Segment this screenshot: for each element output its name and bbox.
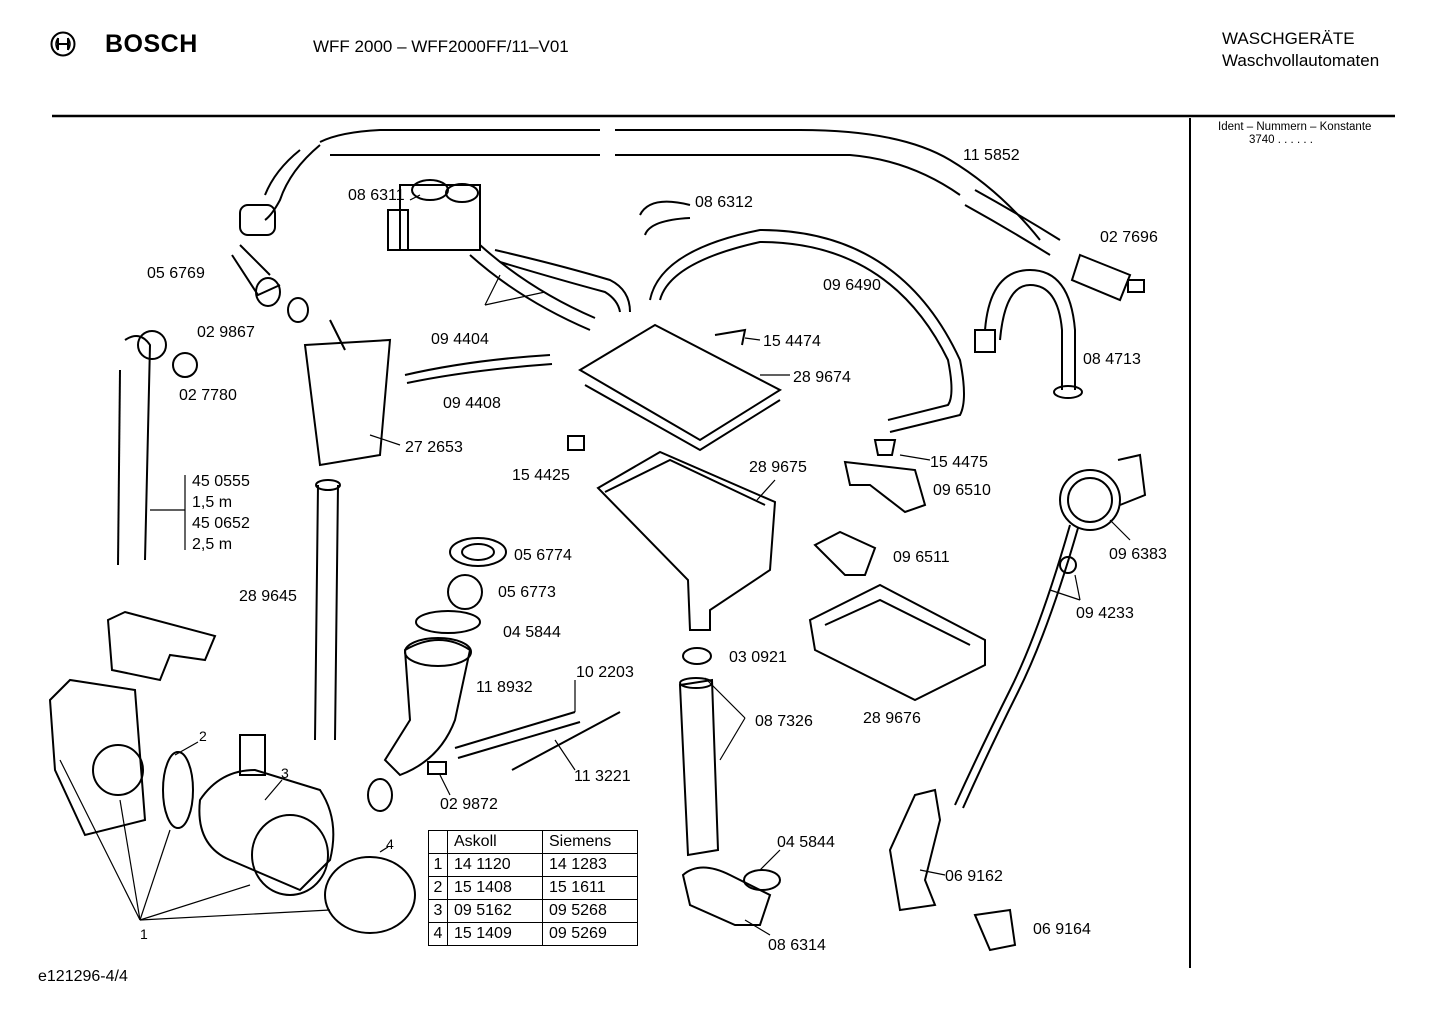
part-label: 15 4425 (512, 467, 570, 484)
part-label: 02 9872 (440, 796, 498, 813)
part-label: 11 5852 (963, 147, 1020, 164)
part-label: 09 6490 (823, 277, 881, 294)
part-label: 28 9645 (239, 588, 297, 605)
part-label: 09 4404 (431, 331, 489, 348)
askoll-value: 15 1409 (447, 922, 543, 946)
category-subtitle: Waschvollautomaten (1222, 51, 1380, 70)
part-label: 09 4233 (1076, 605, 1134, 622)
brand-name: BOSCH (105, 30, 198, 58)
callout-number: 3 (281, 765, 289, 781)
part-label: 02 7696 (1100, 229, 1158, 246)
row-number: 1 (428, 853, 448, 877)
part-label: 09 4408 (443, 395, 501, 412)
part-label: 2,5 m (192, 536, 232, 553)
table-row: 2 15 1408 15 1611 (428, 876, 638, 900)
part-label: 02 7780 (179, 387, 237, 404)
siemens-value: 15 1611 (542, 876, 638, 900)
part-label: 11 8932 (476, 679, 533, 696)
part-label: 28 9676 (863, 710, 921, 727)
table-row: 3 09 5162 09 5268 (428, 899, 638, 923)
part-label: 1,5 m (192, 494, 232, 511)
table-row: 1 14 1120 14 1283 (428, 853, 638, 877)
part-label: 27 2653 (405, 439, 463, 456)
table-header-siemens: Siemens (542, 830, 638, 854)
part-label: 08 6314 (768, 937, 826, 954)
ident-label: Ident – Nummern – Konstante (1218, 121, 1372, 133)
part-label: 09 6510 (933, 482, 991, 499)
part-label: 05 6774 (514, 547, 572, 564)
askoll-value: 15 1408 (447, 876, 543, 900)
part-label: 04 5844 (777, 834, 835, 851)
inlet-hose-top (319, 129, 600, 143)
part-label: 15 4474 (763, 333, 821, 350)
callout-number: 4 (386, 836, 394, 852)
part-label: 28 9674 (793, 369, 851, 386)
part-label: 08 4713 (1083, 351, 1141, 368)
table-row: 4 15 1409 09 5269 (428, 922, 638, 946)
row-number: 2 (428, 876, 448, 900)
table-header-row: Askoll Siemens (428, 830, 638, 854)
part-label: 03 0921 (729, 649, 787, 666)
ident-value: 3740 . . . . . . (1249, 134, 1313, 146)
supplier-reference-table: Askoll Siemens 1 14 1120 14 1283 2 15 14… (428, 830, 638, 946)
leader-lines (59, 194, 1131, 936)
part-label: 08 6311 (348, 187, 405, 204)
callout-number: 2 (199, 728, 207, 744)
part-label: 08 6312 (695, 194, 753, 211)
category-title: WASCHGERÄTE (1222, 29, 1355, 48)
part-labels: 11 5852 02 7696 08 4713 08 6311 08 6312 … (140, 147, 1167, 954)
part-label: 05 6773 (498, 584, 556, 601)
part-label: 02 9867 (197, 324, 255, 341)
siemens-value: 09 5268 (542, 899, 638, 923)
part-label: 10 2203 (576, 664, 634, 681)
part-label: 11 3221 (574, 768, 631, 785)
part-label: 04 5844 (503, 624, 561, 641)
table-header-blank (428, 830, 448, 854)
part-drawings (48, 129, 1147, 952)
row-number: 4 (428, 922, 448, 946)
part-label: 08 7326 (755, 713, 813, 730)
part-label: 45 0555 (192, 473, 250, 490)
part-label: 05 6769 (147, 265, 205, 282)
siemens-value: 14 1283 (542, 853, 638, 877)
part-label: 45 0652 (192, 515, 250, 532)
part-label: 15 4475 (930, 454, 988, 471)
model-number: WFF 2000 – WFF2000FF/11–V01 (313, 37, 569, 56)
askoll-value: 14 1120 (447, 853, 543, 877)
part-label: 06 9164 (1033, 921, 1091, 938)
bosch-logo-icon (50, 31, 76, 57)
part-label: 09 6383 (1109, 546, 1167, 563)
part-label: 09 6511 (893, 549, 950, 566)
callout-number: 1 (140, 926, 148, 942)
drawing-id: e121296-4/4 (38, 968, 128, 985)
siemens-value: 09 5269 (542, 922, 638, 946)
row-number: 3 (428, 899, 448, 923)
askoll-value: 09 5162 (447, 899, 543, 923)
table-header-askoll: Askoll (447, 830, 543, 854)
part-label: 28 9675 (749, 459, 807, 476)
part-label: 06 9162 (945, 868, 1003, 885)
inlet-hose-curve (615, 129, 1041, 241)
